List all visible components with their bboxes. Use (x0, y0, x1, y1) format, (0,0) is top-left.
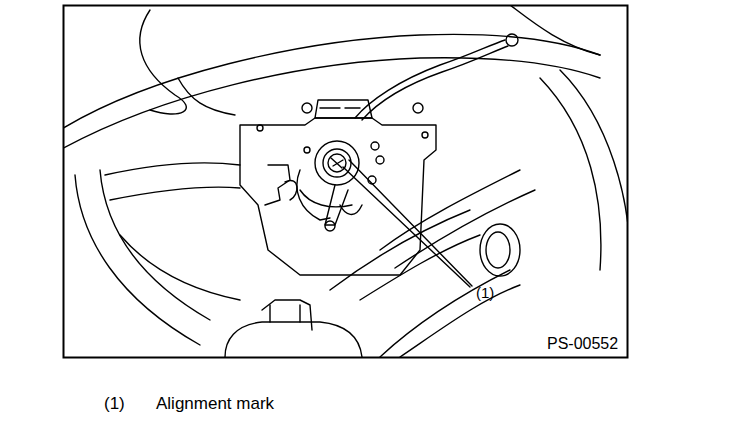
callout-number: (1) (476, 285, 494, 300)
callout-number: (1) (104, 395, 125, 412)
part-name: Alignment mark (156, 395, 274, 412)
figure-code: PS-00552 (545, 336, 620, 352)
steering-wheel (64, 6, 627, 357)
figure-frame (64, 6, 628, 358)
